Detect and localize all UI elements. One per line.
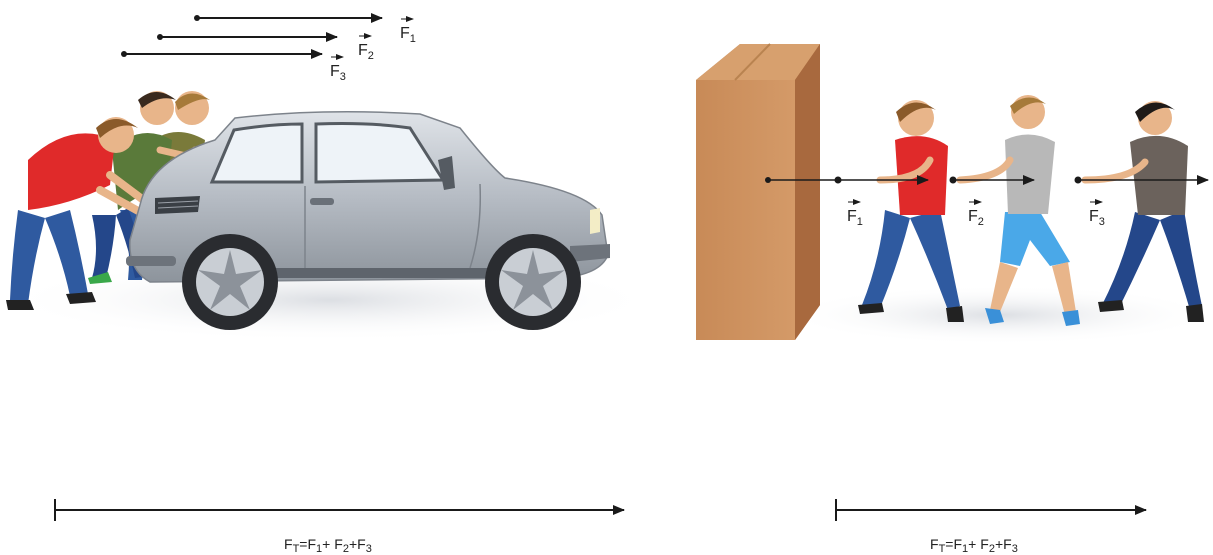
cardboard-box — [696, 44, 820, 340]
right-label-f3-sub: 3 — [1099, 216, 1105, 228]
left-vector-f2 — [157, 34, 337, 40]
right-label-f2: F2 — [968, 202, 984, 228]
headlight — [590, 208, 600, 234]
left-resultant: FT=F1+ F2+F3 — [55, 499, 624, 555]
right-label-f2-letter: F — [968, 208, 978, 225]
rear-vent — [155, 196, 200, 214]
left-label-f2: F2 — [358, 36, 374, 62]
left-label-f3-letter: F — [330, 63, 340, 80]
left-label-f1: F1 — [400, 19, 416, 45]
left-label-f1-letter: F — [400, 25, 410, 42]
left-label-f2-sub: 2 — [368, 50, 374, 62]
left-vector-f1 — [194, 15, 382, 21]
svg-text:F1: F1 — [400, 25, 416, 45]
left-label-f1-sub: 1 — [410, 33, 416, 45]
svg-text:F2: F2 — [358, 42, 374, 62]
right-scene: F1 F2 F3 FT=F1+ F2+F3 — [696, 44, 1213, 555]
right-label-f1-letter: F — [847, 208, 857, 225]
front-wheel — [485, 234, 581, 330]
svg-text:F1: F1 — [847, 208, 863, 228]
left-label-f3: F3 — [330, 57, 346, 83]
rear-wheel — [182, 234, 278, 330]
svg-text:F3: F3 — [330, 63, 346, 83]
left-scene: F1 F2 F3 — [0, 15, 660, 555]
right-label-f3: F3 — [1089, 202, 1105, 228]
left-force-vectors: F1 F2 F3 — [121, 15, 416, 83]
svg-text:F3: F3 — [1089, 208, 1105, 228]
door-handle — [310, 198, 334, 205]
right-label-f2-sub: 2 — [978, 216, 984, 228]
rear-bumper — [126, 256, 176, 266]
right-resultant-equation: FT=F1+ F2+F3 — [930, 536, 1018, 555]
left-resultant-equation: FT=F1+ F2+F3 — [284, 536, 372, 555]
left-vector-f3 — [121, 51, 322, 57]
right-resultant: FT=F1+ F2+F3 — [836, 499, 1146, 555]
right-label-f3-letter: F — [1089, 208, 1099, 225]
left-label-f3-sub: 3 — [340, 71, 346, 83]
svg-text:F2: F2 — [968, 208, 984, 228]
left-label-f2-letter: F — [358, 42, 368, 59]
right-label-f1-sub: 1 — [857, 216, 863, 228]
right-label-f1: F1 — [847, 202, 863, 228]
